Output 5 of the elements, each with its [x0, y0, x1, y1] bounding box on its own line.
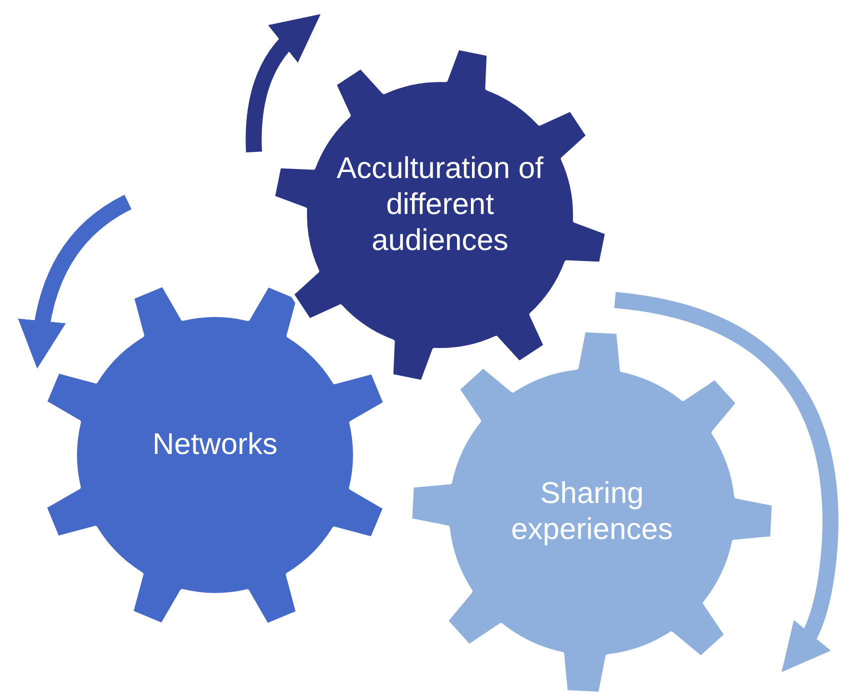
- gear: [272, 47, 608, 383]
- gear-label: Acculturation of different audiences: [336, 151, 544, 259]
- gear: [410, 330, 774, 694]
- gear-label: Sharing experiences: [510, 476, 674, 548]
- gear-label: Networks: [152, 427, 278, 463]
